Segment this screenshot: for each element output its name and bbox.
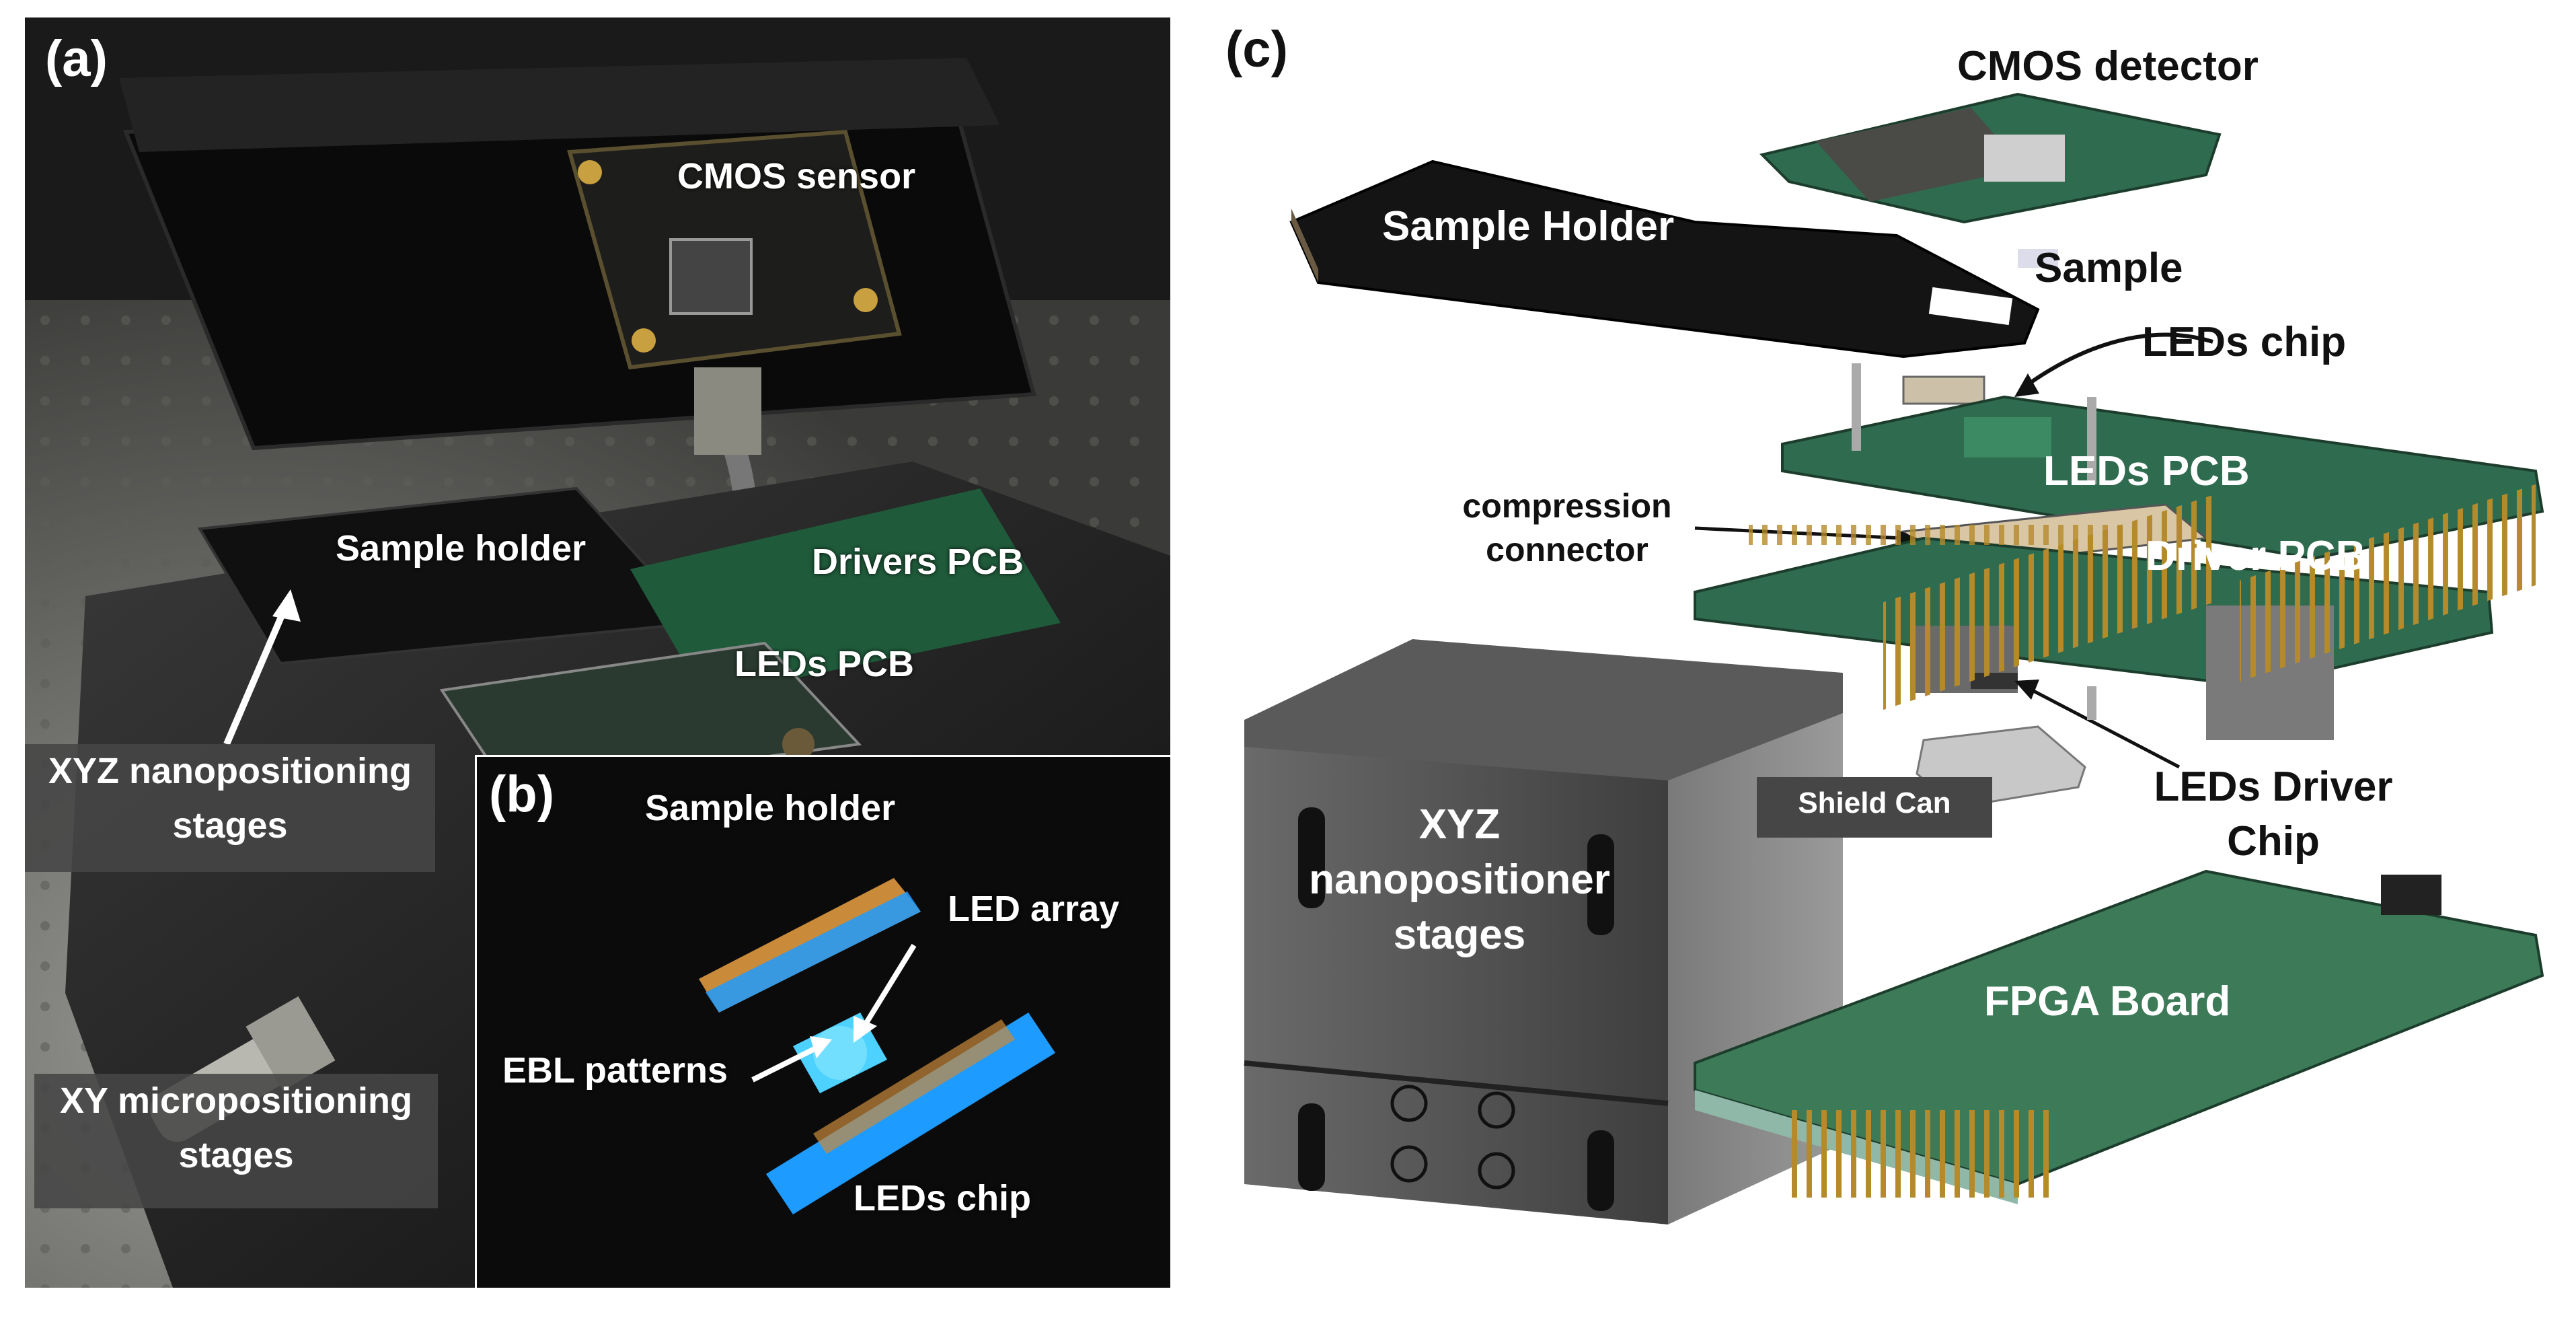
label-led-array: LED array bbox=[948, 889, 1120, 929]
label-sample-holder-a: Sample holder bbox=[336, 528, 586, 569]
sample-chip bbox=[2018, 249, 2058, 268]
arrow-leds-chip bbox=[2023, 332, 2213, 389]
fpga-header-pins-bottom bbox=[1789, 1110, 2058, 1198]
xyz-stage-top bbox=[1244, 639, 1843, 787]
panel-c-exploded-view: (c) CMOS detector Sample Holder Sample L… bbox=[1211, 0, 2576, 1318]
label-ebl-patterns: EBL patterns bbox=[502, 1050, 728, 1091]
label-sample: Sample bbox=[2035, 245, 2183, 291]
panel-a-letter: (a) bbox=[45, 30, 108, 87]
label-fpga-board: FPGA Board bbox=[1984, 978, 2231, 1025]
arrow-ebl-patterns bbox=[751, 1044, 821, 1083]
label-compression-connector: compression connector bbox=[1462, 487, 1672, 569]
label-leds-pcb-a: LEDs PCB bbox=[734, 644, 915, 684]
label-shield-can: Shield Can bbox=[1798, 786, 1951, 819]
label-sample-holder-b: Sample holder bbox=[645, 788, 896, 828]
panel-c-letter: (c) bbox=[1225, 21, 1288, 78]
fpga-header-pins-top bbox=[1883, 492, 2220, 710]
arrow-led-array bbox=[858, 943, 917, 1035]
drivers-pcb bbox=[630, 488, 1061, 697]
arrow-xyz bbox=[223, 601, 291, 745]
leds-chip-blue bbox=[766, 1013, 1055, 1214]
arrow-leds-driver-chip bbox=[2023, 684, 2181, 769]
label-leds-pcb-c: LEDs PCB bbox=[2043, 448, 2250, 495]
shield-can-label-box bbox=[1757, 777, 1992, 838]
panel-b-letter: (b) bbox=[489, 766, 555, 823]
label-xyz-stages-a: XYZ nanopositioning stages bbox=[25, 744, 435, 872]
fpga-connector bbox=[2381, 875, 2441, 915]
label-xyz-nanopositioner: XYZ nanopositioner stages bbox=[1309, 801, 1610, 958]
label-leds-chip-b: LEDs chip bbox=[854, 1178, 1032, 1218]
label-cmos-sensor: CMOS sensor bbox=[677, 156, 916, 196]
panel-b-illustration bbox=[477, 757, 1170, 1288]
label-driver-pcb: Driver PCB bbox=[2146, 533, 2366, 579]
cmos-chip bbox=[669, 238, 753, 315]
label-xy-stages-a: XY micropositioning stages bbox=[34, 1074, 438, 1208]
panel-b-photo: (b) Sample holder LED array EBL patterns… bbox=[475, 755, 1170, 1288]
lid-edge bbox=[119, 58, 1000, 152]
stage-slot-right bbox=[1587, 834, 1614, 935]
sample-holder-3d bbox=[1289, 159, 2040, 359]
label-drivers-pcb: Drivers PCB bbox=[812, 542, 1024, 582]
fpga-header-pins-right bbox=[2240, 484, 2536, 682]
panel-c-illustration bbox=[1244, 92, 2544, 1224]
label-leds-driver-chip: LEDs Driver Chip bbox=[2154, 764, 2393, 865]
sample-holder-window bbox=[1928, 287, 2013, 326]
cmos-detector-components bbox=[1816, 108, 2024, 202]
label-cmos-detector: CMOS detector bbox=[1957, 43, 2259, 89]
label-leds-chip-c: LEDs chip bbox=[2142, 319, 2347, 365]
label-sample-holder-c: Sample Holder bbox=[1382, 203, 1675, 250]
usb-plug bbox=[694, 367, 761, 455]
xyz-stage-front bbox=[1244, 747, 1668, 1224]
leds-chip-3d bbox=[1902, 375, 1985, 405]
stage-slot-left bbox=[1298, 807, 1325, 908]
